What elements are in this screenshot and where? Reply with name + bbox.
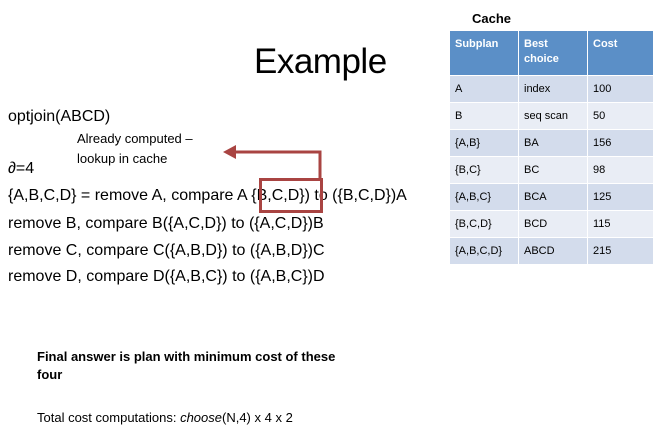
cell-best-choice: ABCD xyxy=(518,237,588,265)
choose-function: choose xyxy=(180,410,222,425)
final-answer: Final answer is plan with minimum cost o… xyxy=(37,349,336,382)
optjoin-call: optjoin(ABCD) xyxy=(8,108,111,125)
step-remove-a: {A,B,C,D} = remove A, compare A {B,C,D})… xyxy=(8,187,407,205)
cell-cost: 98 xyxy=(587,156,654,184)
cache-header-row: Subplan Best choice Cost xyxy=(449,30,654,76)
depth-line: ∂=4 xyxy=(8,160,35,177)
step-suffix: to ({B,C,D})A xyxy=(309,187,407,204)
cell-best-choice: BCA xyxy=(518,183,588,211)
cell-subplan: B xyxy=(449,102,519,130)
cell-best-choice: BCD xyxy=(518,210,588,238)
cell-cost: 156 xyxy=(587,129,654,157)
cell-cost: 215 xyxy=(587,237,654,265)
total-prefix: Total cost computations: xyxy=(37,410,181,425)
annotation-line-1: Already computed – xyxy=(77,131,193,146)
step-remove-c: remove C, compare C({A,B,D}) to ({A,B,D}… xyxy=(8,242,325,259)
cached-subplan: {B,C,D}) xyxy=(251,187,310,204)
cell-cost: 50 xyxy=(587,102,654,130)
slide-title: Example xyxy=(254,42,387,81)
cell-subplan: {B,C} xyxy=(449,156,519,184)
total-suffix: (N,4) x 4 x 2 xyxy=(222,410,293,425)
annotation-line-2: lookup in cache xyxy=(77,151,168,166)
highlight-box xyxy=(259,178,323,213)
step-remove-d: remove D, compare D({A,B,C}) to ({A,B,C}… xyxy=(8,268,325,285)
step-remove-b: remove B, compare B({A,C,D}) to ({A,C,D}… xyxy=(8,215,324,232)
cache-table: Subplan Best choice Cost A index 100 B s… xyxy=(449,30,654,265)
cell-best-choice: BC xyxy=(518,156,588,184)
table-row: {A,B,C} BCA 125 xyxy=(449,183,654,211)
header-subplan: Subplan xyxy=(449,30,519,76)
table-row: B seq scan 50 xyxy=(449,102,654,130)
cell-subplan: {A,B,C,D} xyxy=(449,237,519,265)
total-cost-line: Total cost computations: choose(N,4) x 4… xyxy=(37,410,293,425)
cell-cost: 100 xyxy=(587,75,654,103)
header-cost: Cost xyxy=(587,30,654,76)
cell-cost: 125 xyxy=(587,183,654,211)
cache-label: Cache xyxy=(472,11,512,26)
cell-best-choice: BA xyxy=(518,129,588,157)
table-row: {A,B,C,D} ABCD 215 xyxy=(449,237,654,265)
table-row: {A,B} BA 156 xyxy=(449,129,654,157)
step-prefix: {A,B,C,D} = remove A, compare A xyxy=(8,187,252,204)
table-row: {B,C} BC 98 xyxy=(449,156,654,184)
cell-subplan: A xyxy=(449,75,519,103)
cell-subplan: {A,B} xyxy=(449,129,519,157)
